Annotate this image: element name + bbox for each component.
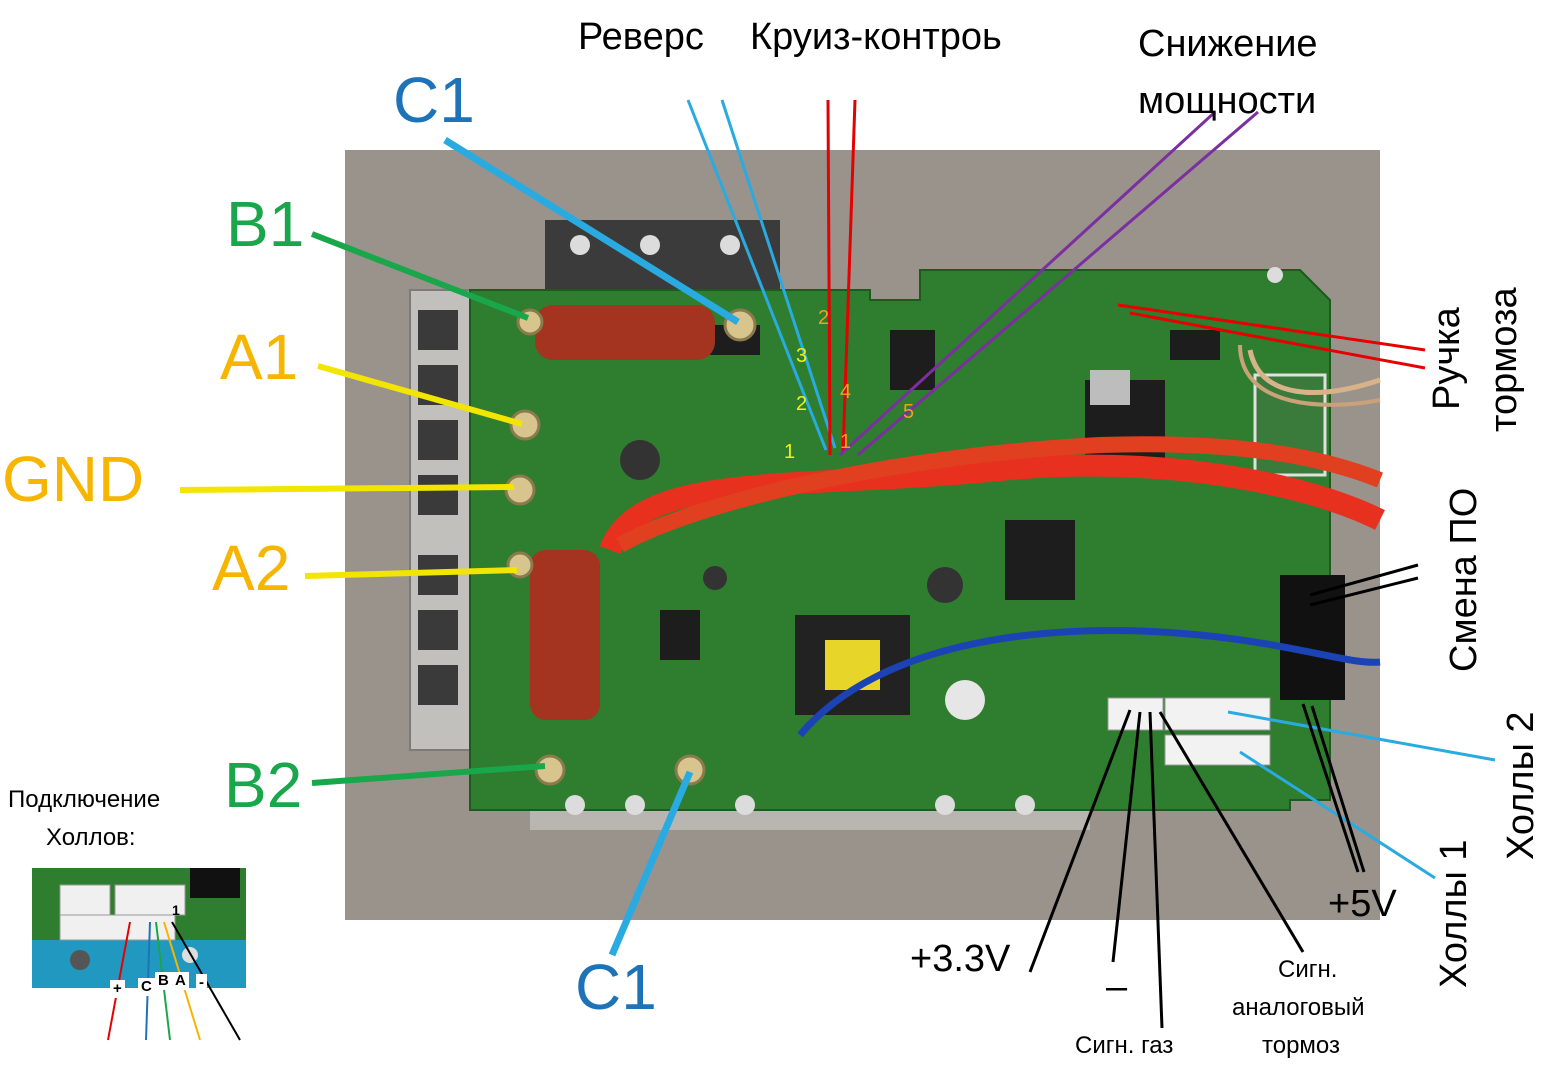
a2-line: [304, 567, 518, 579]
pin-number: 1: [784, 441, 796, 463]
heatsink-top: [545, 220, 780, 290]
brake-line-1: [1117, 303, 1426, 352]
halls2-line: [1227, 710, 1496, 762]
label-a1: A1: [220, 321, 299, 393]
throttle-connector: [1107, 697, 1164, 731]
label-a2: A2: [212, 532, 291, 604]
hall-pin-minus: -: [196, 974, 207, 992]
halls-connector-2: [1164, 697, 1271, 731]
reverse-line-2: [720, 99, 837, 449]
power-line-1: [838, 110, 1217, 457]
label-minus: –: [1106, 966, 1128, 1008]
transistor-row: [418, 310, 458, 705]
cruise-line-1: [826, 99, 832, 456]
label-halls-2: Холлы 2: [1500, 711, 1542, 860]
pin-number: 1: [840, 431, 852, 453]
pin-number: 3: [796, 345, 808, 367]
label-brake-handle-2: тормоза: [1483, 287, 1525, 432]
bolts: [565, 235, 1283, 815]
label-analog-brake-2: аналоговый: [1232, 994, 1365, 1021]
label-c1-bottom: C1: [575, 951, 657, 1023]
capacitor-top: [535, 305, 715, 360]
pin-number: 2: [818, 307, 830, 329]
minus-line: [1111, 711, 1142, 963]
reverse-line-1: [686, 99, 828, 451]
throttle-line: [1148, 711, 1164, 1029]
halls1-line: [1239, 750, 1436, 880]
label-hall-connection-1: Подключение: [8, 786, 161, 813]
cruise-line-2: [841, 99, 857, 454]
label-b1: B1: [226, 188, 305, 260]
label-throttle-signal: Сигн. газ: [1075, 1032, 1174, 1059]
label-brake-handle-1: Ручка: [1426, 307, 1468, 410]
plus5v-line-2: [1310, 705, 1366, 873]
hall-pin-b: B: [155, 972, 172, 990]
label-cruise: Круиз-контроь: [750, 16, 1002, 58]
label-power-reduce-2: мощности: [1138, 80, 1317, 122]
hall-pin-a: A: [172, 972, 189, 990]
label-analog-brake-1: Сигн.: [1278, 956, 1338, 983]
b1-line: [310, 231, 530, 321]
firmware-line-1: [1309, 563, 1419, 597]
c1-top-line: [443, 137, 740, 325]
brake-line-2: [1129, 311, 1426, 370]
label-c1-top: C1: [393, 64, 475, 136]
capacitor-bottom: [530, 550, 600, 720]
label-reverse: Реверс: [578, 16, 704, 58]
pin-number: 4: [840, 381, 852, 403]
a1-line: [317, 363, 523, 427]
brake-wires: [1247, 349, 1381, 395]
hall-pin-c: C: [138, 978, 155, 996]
plus5v-line-1: [1301, 703, 1360, 873]
power-line-2: [857, 110, 1259, 457]
firmware-line-2: [1309, 576, 1419, 607]
red-power-cable: [599, 454, 1385, 555]
blue-wire: [797, 627, 1381, 738]
inset-pin-marker: 1: [172, 902, 180, 918]
label-firmware: Смена ПО: [1443, 487, 1485, 672]
pin-number: 2: [796, 393, 808, 415]
c1-bottom-line: [608, 770, 694, 957]
electrolytic-cap: [620, 440, 660, 480]
analog-brake-line: [1158, 711, 1305, 953]
label-halls-1: Холлы 1: [1433, 839, 1475, 988]
b2-line: [311, 763, 546, 786]
pin-number: 5: [903, 401, 915, 423]
label-b2: B2: [224, 749, 303, 821]
label-hall-connection-2: Холлов:: [46, 824, 136, 851]
label-plus33v: +3.3V: [910, 938, 1011, 980]
gnd-line: [179, 484, 515, 493]
label-analog-brake-3: тормоз: [1262, 1032, 1340, 1059]
label-power-reduce-1: Снижение: [1138, 23, 1318, 65]
label-plus5v: +5V: [1328, 883, 1397, 925]
hall-inset: [32, 868, 246, 1041]
label-gnd: GND: [2, 443, 145, 515]
plus33v-line: [1028, 709, 1132, 973]
callout-lines: [179, 99, 1496, 1029]
hall-pin-plus: +: [110, 980, 125, 998]
